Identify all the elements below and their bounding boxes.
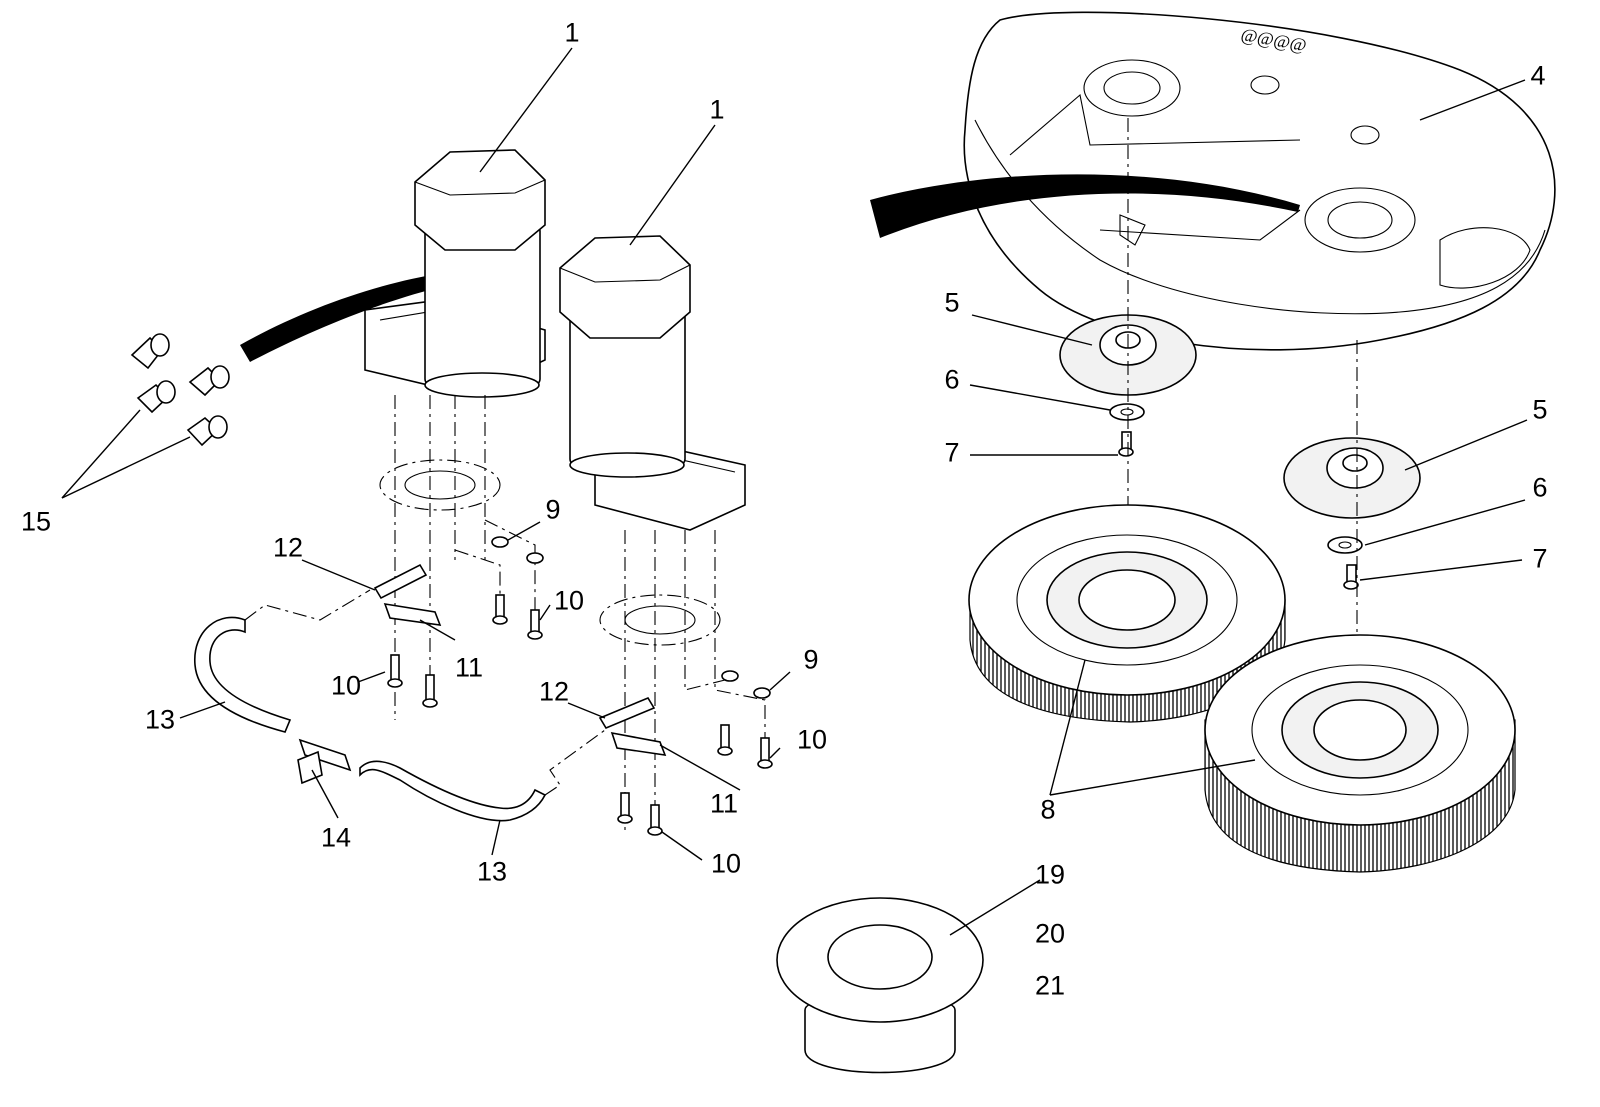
- callout-10d: 10: [710, 848, 742, 879]
- callout-12b: 12: [538, 676, 570, 707]
- scrub-deck: @@@@: [963, 11, 1556, 351]
- callout-5a: 5: [944, 287, 960, 318]
- leader-lines: [61, 47, 1528, 936]
- callout-5b: 5: [1532, 394, 1548, 425]
- callout-15: 15: [20, 506, 52, 537]
- callout-10b: 10: [330, 670, 362, 701]
- callout-10a: 10: [553, 585, 585, 616]
- callout-14: 14: [320, 822, 352, 853]
- callout-7b: 7: [1532, 543, 1548, 574]
- callout-7a: 7: [944, 437, 960, 468]
- callout-8: 8: [1040, 794, 1056, 825]
- callout-20: 20: [1034, 918, 1066, 949]
- callout-9a: 9: [545, 494, 561, 525]
- callout-9b: 9: [803, 644, 819, 675]
- callout-12a: 12: [272, 532, 304, 563]
- callout-10c: 10: [796, 724, 828, 755]
- motor-right: [559, 235, 746, 531]
- caps: [130, 333, 230, 447]
- callout-13b: 13: [476, 856, 508, 887]
- wire-deck: [870, 174, 1300, 238]
- callout-19: 19: [1034, 859, 1066, 890]
- callout-11b: 11: [709, 788, 739, 819]
- callout-1b: 1: [709, 94, 725, 125]
- nozzles-brackets: [373, 563, 667, 756]
- callout-21: 21: [1034, 970, 1066, 1001]
- callout-1a: 1: [564, 17, 580, 48]
- brush-left: [968, 504, 1286, 723]
- screws: [387, 594, 773, 836]
- callout-11a: 11: [454, 652, 484, 683]
- callout-4: 4: [1530, 60, 1546, 91]
- callout-13a: 13: [144, 704, 176, 735]
- callout-6b: 6: [1532, 472, 1548, 503]
- pad-driver: [776, 897, 984, 1074]
- brush-right: [1204, 634, 1516, 873]
- callout-6a: 6: [944, 364, 960, 395]
- motor-left: [364, 149, 546, 398]
